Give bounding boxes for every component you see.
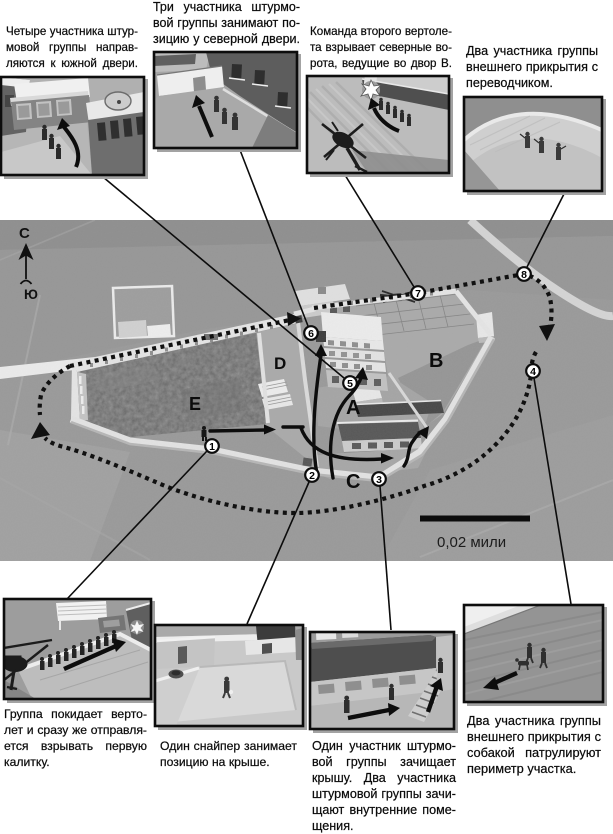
svg-text:Ю: Ю (24, 287, 38, 302)
svg-text:7: 7 (415, 288, 421, 300)
svg-text:0,02 мили: 0,02 мили (437, 534, 506, 551)
svg-text:B: B (429, 350, 443, 372)
svg-text:4: 4 (530, 366, 536, 378)
svg-text:8: 8 (521, 269, 527, 281)
svg-text:A: A (346, 397, 360, 419)
svg-text:2: 2 (309, 470, 315, 482)
svg-text:6: 6 (308, 328, 314, 340)
svg-text:E: E (189, 394, 201, 414)
svg-text:С: С (19, 225, 30, 242)
svg-text:C: C (346, 471, 360, 493)
svg-text:3: 3 (376, 474, 382, 486)
svg-text:D: D (274, 354, 286, 373)
svg-text:5: 5 (347, 378, 353, 390)
svg-text:1: 1 (209, 441, 215, 453)
